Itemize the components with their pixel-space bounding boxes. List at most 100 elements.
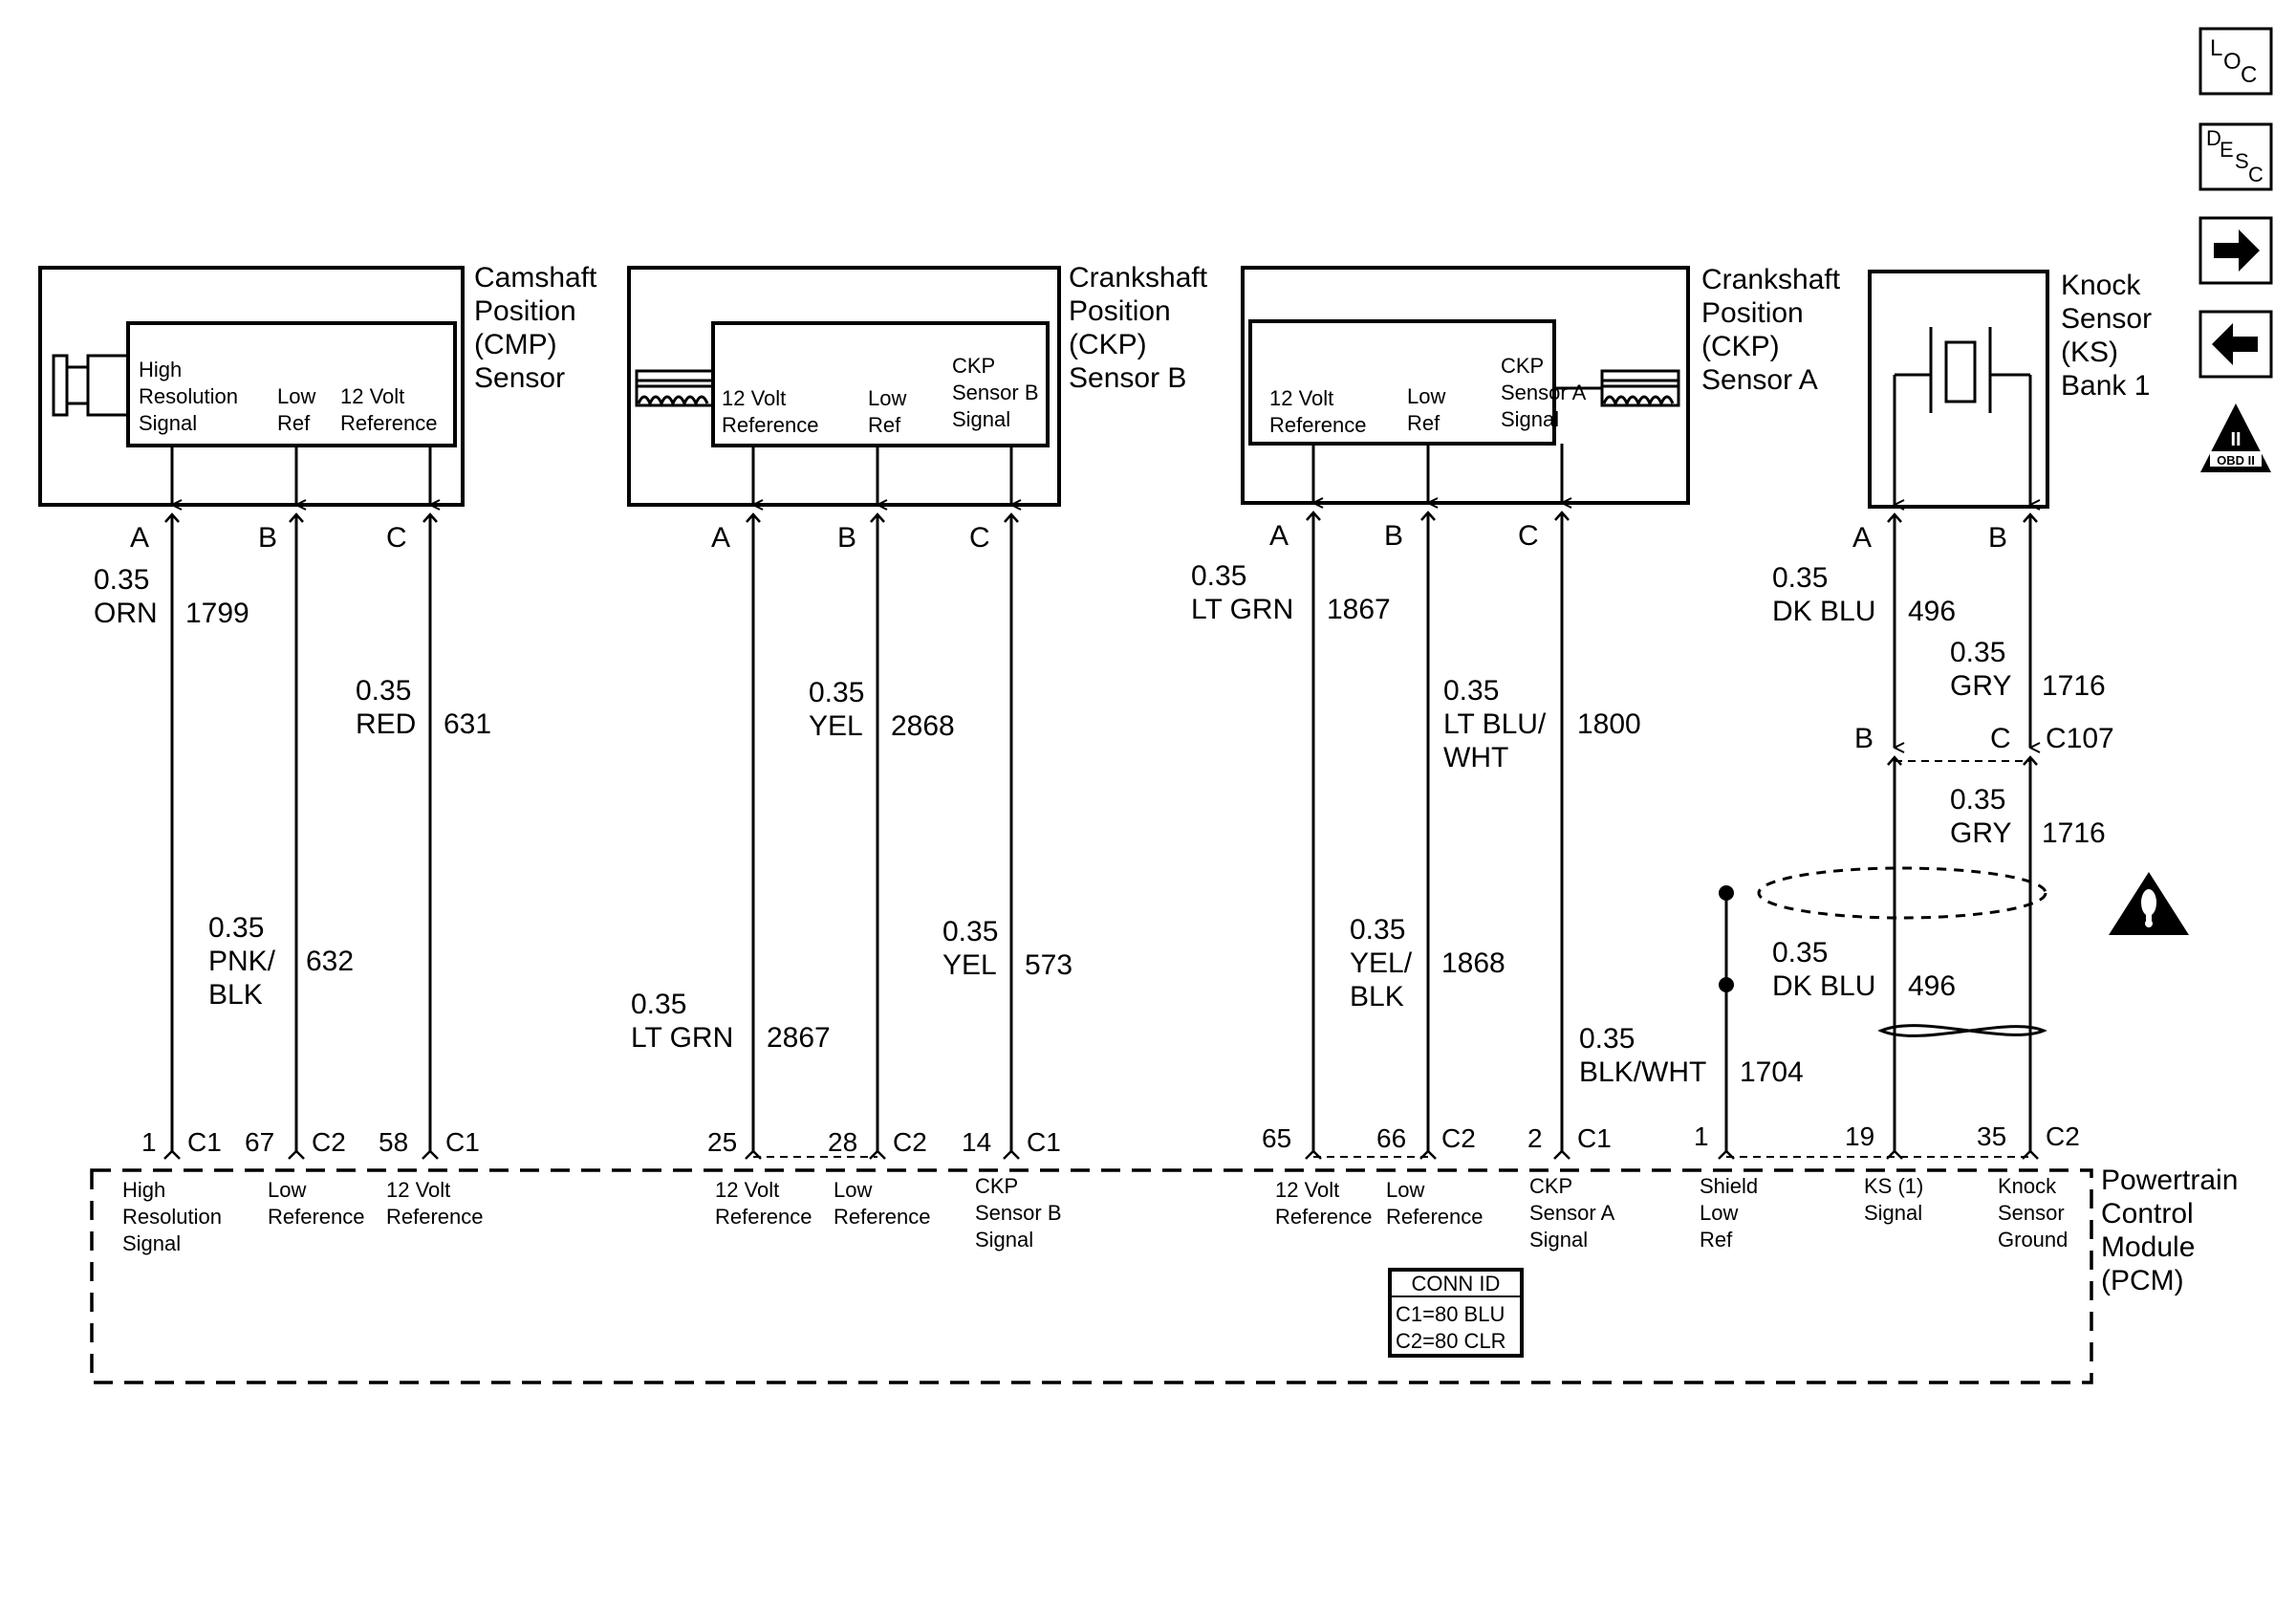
pcm-pin-conn: C2 — [1441, 1123, 1476, 1153]
ckpb-title: Crankshaft Position (CKP) Sensor B — [1069, 262, 1215, 394]
desc-letter: E — [2220, 138, 2234, 162]
wire-ks-b-bot-gauge: 0.35 — [1950, 784, 2005, 816]
pcm-pin-num: 66 — [1376, 1123, 1406, 1153]
connector-dashes — [753, 760, 2030, 1158]
wire-ks-a-top-circuit: 496 — [1908, 596, 1956, 627]
wire-ks-a-top-color: DK BLU — [1772, 596, 1875, 627]
wire-ks-b-top-circuit: 1716 — [2042, 670, 2106, 702]
wire-cmp-b-color-2: BLK — [208, 979, 263, 1011]
ckpa-pin-b-letter: B — [1384, 520, 1403, 552]
desc-button[interactable]: D E S C — [2199, 122, 2273, 191]
arrow-right-icon — [2214, 229, 2260, 272]
wire-ckpb-a-color: LT GRN — [631, 1022, 733, 1054]
pcm-pin-conn: C2 — [312, 1127, 346, 1157]
ckpb-pin-c-letter: C — [969, 522, 990, 554]
pcm-pin-num: 65 — [1262, 1123, 1291, 1153]
cmp-sensor: Camshaft Position (CMP) Sensor High Reso… — [38, 262, 605, 554]
wire-cmp-a-color: ORN — [94, 598, 158, 629]
cmp-pin-b-letter: B — [258, 522, 277, 554]
wire-shield-circuit: 1704 — [1740, 1056, 1804, 1088]
connector-chevrons — [163, 511, 2039, 1160]
wire-cmp-b-gauge: 0.35 — [208, 912, 264, 944]
pcm-pin-conn: C1 — [187, 1127, 222, 1157]
conn-id-line-2: C2=80 CLR — [1396, 1329, 1506, 1353]
pcm-title: Powertrain Control Module (PCM) — [2101, 1165, 2246, 1296]
pcm-label-low-ref-3: Low Reference — [1386, 1178, 1484, 1229]
wire-ckpa-b-circuit: 1868 — [1441, 947, 1505, 979]
ckpa-pin-c-inner: CKP Sensor A Signal — [1501, 354, 1591, 431]
wire-ks-a-bot-color: DK BLU — [1772, 970, 1875, 1002]
wire-ckpb-b-gauge: 0.35 — [809, 677, 864, 708]
wire-ckpa-a-circuit: 1867 — [1327, 594, 1391, 625]
pcm: Powertrain Control Module (PCM) 1 C1 67 … — [90, 1121, 2246, 1384]
c107-pin-c: C — [1990, 723, 2011, 754]
wire-cmp-a-gauge: 0.35 — [94, 564, 149, 596]
pcm-label-12v-1: 12 Volt Reference — [386, 1178, 484, 1229]
pcm-label-shield: Shield Low Ref — [1700, 1174, 1764, 1252]
wire-ckpb-a-gauge: 0.35 — [631, 989, 686, 1020]
pcm-pin-num: 1 — [1694, 1121, 1709, 1151]
ckpa-title: Crankshaft Position (CKP) Sensor A — [1701, 264, 1848, 396]
wire-ks-b-bot-circuit: 1716 — [2042, 817, 2106, 849]
obd-ii-icon[interactable]: II OBD II — [2200, 403, 2271, 472]
wire-ckpa-b-color-2: BLK — [1350, 981, 1404, 1012]
pcm-pin-num: 58 — [379, 1127, 408, 1157]
pcm-pin-conn: C2 — [893, 1127, 927, 1157]
wire-ks-a-bot-circuit: 496 — [1908, 970, 1956, 1002]
wire-ckpb-b-color: YEL — [809, 710, 863, 742]
wire-ckpb-c-gauge: 0.35 — [942, 916, 998, 947]
pcm-pin-num: 14 — [962, 1127, 991, 1157]
cmp-element-icon — [52, 354, 128, 417]
ckpb-pin-b-inner: Low Ref — [868, 386, 912, 437]
ckpb-coil-icon — [635, 369, 715, 407]
wire-ckpa-b-color-1: YEL/ — [1350, 947, 1413, 979]
ks-title: Knock Sensor (KS) Bank 1 — [2061, 270, 2159, 402]
conn-id-title: CONN ID — [1412, 1272, 1501, 1295]
pcm-pin-numbers: 1 C1 67 C2 58 C1 25 28 C2 14 C1 65 66 C2… — [141, 1121, 2080, 1157]
ckpa-pin-a-letter: A — [1269, 520, 1289, 552]
wire-lines — [170, 444, 2030, 1152]
loc-button[interactable]: L O C — [2199, 27, 2273, 96]
forward-button[interactable] — [2199, 216, 2273, 285]
back-button[interactable] — [2199, 310, 2273, 379]
wire-ckpb-b-circuit: 2868 — [891, 710, 955, 742]
wire-ckpa-a-color: LT GRN — [1191, 594, 1293, 625]
wire-labels: 0.35 ORN 1799 0.35 RED 631 0.35 PNK/ BLK… — [94, 560, 2114, 1088]
pcm-label-12v-2: 12 Volt Reference — [715, 1178, 812, 1229]
pcm-label-ks-ground: Knock Sensor Ground — [1998, 1174, 2070, 1252]
pcm-pin-num: 35 — [1977, 1121, 2006, 1151]
pcm-pin-conn: C1 — [1027, 1127, 1061, 1157]
cmp-pin-a-letter: A — [130, 522, 149, 554]
ckpa-coil-icon — [1554, 369, 1680, 407]
cmp-title: Camshaft Position (CMP) Sensor — [474, 262, 605, 394]
c107-name: C107 — [2046, 723, 2114, 754]
wire-ckpa-c-gauge: 0.35 — [1443, 675, 1499, 707]
pcm-pin-num: 19 — [1845, 1121, 1874, 1151]
wire-ks-a-top-gauge: 0.35 — [1772, 562, 1828, 594]
pcm-pin-conn: C1 — [445, 1127, 480, 1157]
cmp-pin-a-inner: High Resolution Signal — [139, 358, 244, 435]
cmp-pin-c-inner: 12 Volt Reference — [340, 384, 438, 435]
wire-ckpa-a-gauge: 0.35 — [1191, 560, 1246, 592]
cmp-pin-c-letter: C — [386, 522, 407, 554]
pcm-pin-labels: High Resolution Signal Low Reference 12 … — [122, 1174, 2070, 1255]
wire-cmp-b-color-1: PNK/ — [208, 946, 276, 977]
pcm-pin-num: 25 — [707, 1127, 737, 1157]
cmp-pin-b-inner: Low Ref — [277, 384, 321, 435]
pcm-pin-num: 67 — [245, 1127, 274, 1157]
desc-letter: S — [2235, 149, 2249, 173]
ks-pin-a-letter: A — [1852, 522, 1872, 554]
wire-shield-color: BLK/WHT — [1579, 1056, 1706, 1088]
arrow-left-icon — [2212, 323, 2258, 365]
pcm-label-12v-3: 12 Volt Reference — [1275, 1178, 1373, 1229]
wire-ckpa-c-circuit: 1800 — [1577, 708, 1641, 740]
pcm-label-ckp-b: CKP Sensor B Signal — [975, 1174, 1068, 1252]
pcm-label-low-ref-1: Low Reference — [268, 1178, 365, 1229]
wire-cmp-b-circuit: 632 — [306, 946, 354, 977]
pcm-pin-num: 28 — [828, 1127, 857, 1157]
loc-letter: O — [2223, 49, 2242, 75]
loc-letter: L — [2210, 35, 2222, 61]
loc-letter: C — [2241, 62, 2257, 88]
ks-crystal-icon — [1893, 327, 2032, 497]
